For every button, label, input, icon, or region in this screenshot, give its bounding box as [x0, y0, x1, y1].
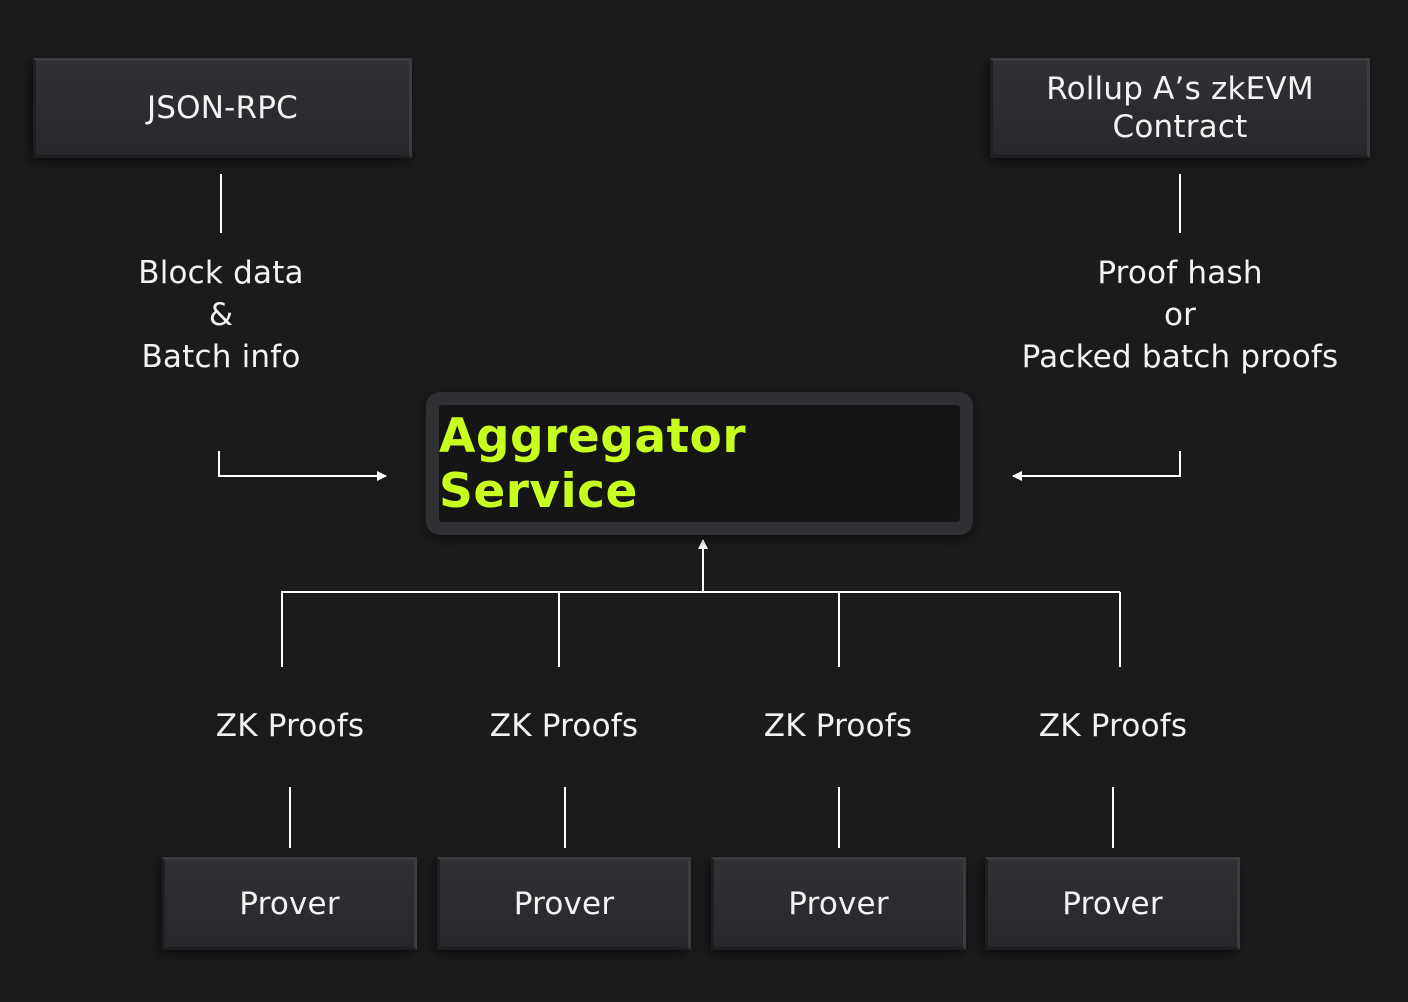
zk-proofs-label-4: ZK Proofs: [1038, 708, 1188, 744]
aggregator-service-title: Aggregator Service: [439, 408, 747, 519]
prover-node-2: Prover: [437, 857, 691, 950]
json-rpc-node: JSON-RPC: [33, 58, 412, 158]
rollup-contract-label-line-1: Rollup A’s zkEVM: [1046, 71, 1314, 107]
prover-label-3: Prover: [788, 885, 889, 922]
aggregator-service-node: Aggregator Service: [426, 392, 973, 535]
block-data-edge-label: Block data & Batch info: [81, 252, 361, 378]
block-data-arrow: [218, 451, 387, 481]
prover-label-1: Prover: [239, 885, 340, 922]
prover-label-4: Prover: [1062, 885, 1163, 922]
proof-hash-edge-label: Proof hash or Packed batch proofs: [1000, 252, 1360, 378]
zk-proofs-label-1: ZK Proofs: [215, 708, 365, 744]
proof-hash-line-2: or: [1163, 297, 1197, 333]
aggregator-service-panel: Aggregator Service: [439, 405, 960, 522]
rollup-contract-label-line-2: Contract: [1112, 109, 1248, 145]
rollup-contract-node: Rollup A’s zkEVM Contract: [990, 58, 1370, 158]
prover-node-3: Prover: [711, 857, 966, 950]
zk-proofs-label-3: ZK Proofs: [763, 708, 913, 744]
prover-label-2: Prover: [513, 885, 615, 922]
block-data-line-2: &: [208, 297, 234, 333]
proof-hash-line-3: Packed batch proofs: [1021, 339, 1339, 375]
prover-node-4: Prover: [985, 857, 1240, 950]
zk-proofs-label-2: ZK Proofs: [489, 708, 639, 744]
block-data-line-1: Block data: [138, 255, 304, 291]
json-rpc-label: JSON-RPC: [146, 90, 299, 126]
block-data-line-3: Batch info: [141, 339, 301, 375]
proof-hash-arrow: [1012, 451, 1181, 481]
proof-hash-line-1: Proof hash: [1097, 255, 1263, 291]
prover-node-1: Prover: [162, 857, 417, 950]
